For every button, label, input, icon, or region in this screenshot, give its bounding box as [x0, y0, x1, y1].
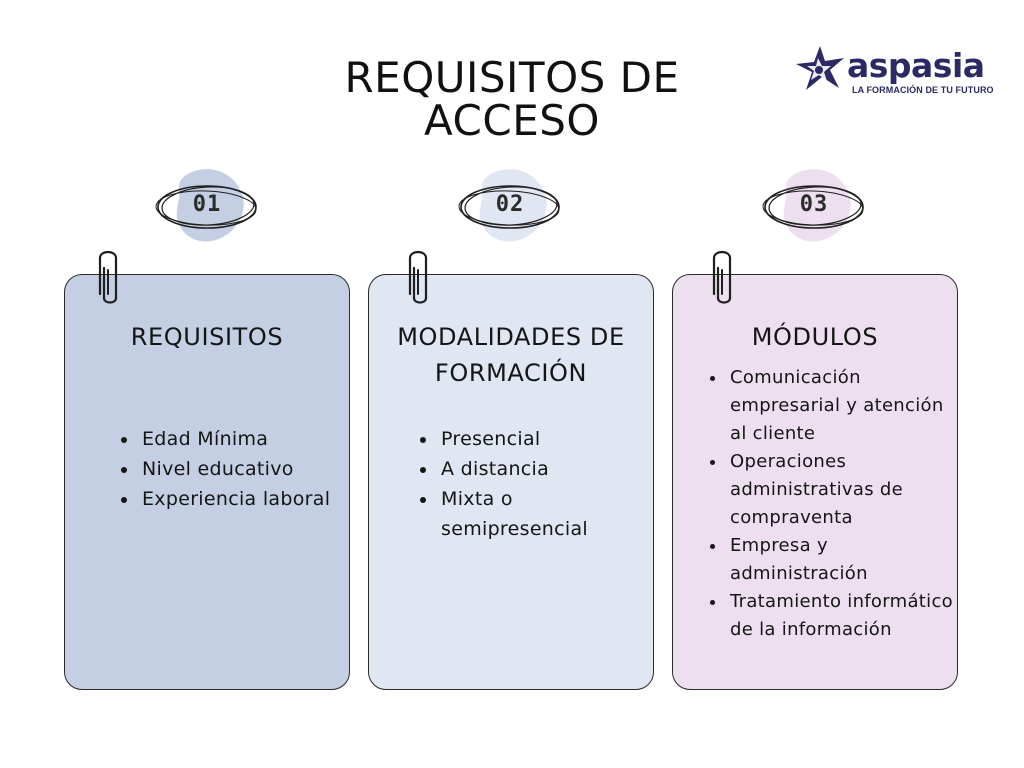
- aspasia-logo: aspasia LA FORMACIÓN DE TU FUTURO: [792, 44, 1002, 100]
- card-title: MODALIDADES DE FORMACIÓN: [397, 323, 625, 387]
- list-item: Presencial: [438, 424, 663, 454]
- ring-scribble-icon: [155, 185, 257, 229]
- list-item: Operaciones administrativas de compraven…: [727, 448, 962, 532]
- list-item: Empresa y administración: [727, 532, 962, 588]
- list-item: Nivel educativo: [139, 454, 359, 484]
- step-badge-01: 01: [155, 168, 265, 248]
- paperclip-icon: [712, 250, 732, 304]
- card-modalidades: MODALIDADES DE FORMACIÓN Presencial A di…: [368, 274, 654, 690]
- list-item: Tratamiento informático de la informació…: [727, 588, 962, 644]
- card-list: Comunicación empresarial y atención al c…: [707, 364, 962, 644]
- star-icon: [796, 46, 844, 90]
- step-number: 01: [192, 192, 222, 217]
- list-item: Edad Mínima: [139, 424, 359, 454]
- ring-scribble-icon: [458, 185, 560, 229]
- list-item: A distancia: [438, 454, 663, 484]
- list-item: Experiencia laboral: [139, 484, 359, 514]
- logo-wordmark: aspasia: [847, 46, 985, 85]
- paperclip-icon: [408, 250, 428, 304]
- step-number: 03: [799, 192, 829, 217]
- paperclip-icon: [98, 250, 118, 304]
- card-title: MÓDULOS: [751, 323, 879, 351]
- card-modulos: MÓDULOS Comunicación empresarial y atenc…: [672, 274, 958, 690]
- page-title: REQUISITOS DE ACCESO: [344, 53, 680, 145]
- card-title: REQUISITOS: [130, 323, 284, 351]
- step-number: 02: [495, 192, 525, 217]
- card-list: Presencial A distancia Mixta o semiprese…: [418, 424, 663, 544]
- list-item: Mixta o semipresencial: [438, 484, 663, 544]
- logo-tagline: LA FORMACIÓN DE TU FUTURO: [852, 85, 994, 95]
- card-list: Edad Mínima Nivel educativo Experiencia …: [119, 424, 359, 514]
- step-badge-03: 03: [762, 168, 872, 248]
- step-badge-02: 02: [458, 168, 568, 248]
- list-item: Comunicación empresarial y atención al c…: [727, 364, 962, 448]
- card-requisitos: REQUISITOS Edad Mínima Nivel educativo E…: [64, 274, 350, 690]
- ring-scribble-icon: [762, 185, 864, 229]
